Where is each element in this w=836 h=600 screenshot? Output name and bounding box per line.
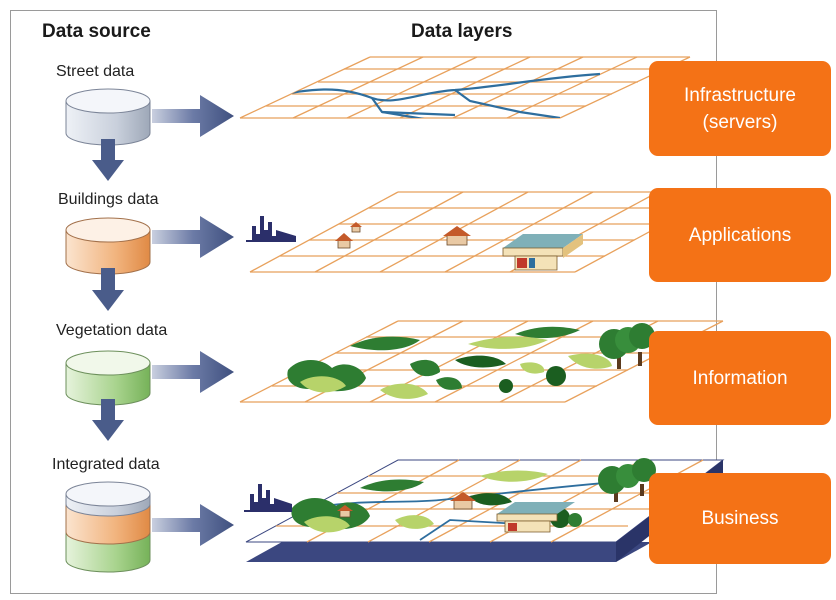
street-grid — [239, 56, 691, 119]
down-arrow-3 — [92, 399, 124, 441]
house-icon — [450, 492, 476, 510]
information-box: Information — [649, 331, 831, 425]
buildings-grid — [249, 191, 724, 273]
data-layers-header: Data layers — [411, 21, 513, 42]
buildings-layer — [246, 191, 724, 273]
down-arrow-2 — [92, 268, 124, 311]
business-label: Business — [701, 508, 779, 529]
infrastructure-label: Infrastructure (servers) — [684, 84, 796, 133]
street-data-label: Street data — [56, 63, 135, 80]
house-icon — [335, 233, 353, 249]
integrated-vegetation — [291, 470, 582, 533]
integrated-data-label: Integrated data — [52, 456, 160, 473]
infrastructure-box: Infrastructure (servers) — [649, 61, 831, 156]
street-lines — [247, 72, 601, 118]
city-skyline-icon — [246, 216, 296, 242]
city-skyline-icon — [244, 484, 292, 512]
data-source-header: Data source — [42, 21, 151, 42]
right-arrow-3 — [152, 351, 234, 393]
right-arrow-4 — [152, 504, 234, 546]
vegetation-patches — [287, 326, 612, 399]
right-arrow-2 — [152, 216, 234, 258]
vegetation-layer — [239, 320, 724, 403]
street-database-icon — [65, 88, 151, 146]
vegetation-data-label: Vegetation data — [56, 322, 168, 339]
down-arrow-1 — [92, 139, 124, 181]
buildings-database-icon — [65, 217, 151, 275]
right-arrows — [152, 95, 234, 546]
house-icon — [337, 505, 353, 518]
right-arrow-1 — [152, 95, 234, 137]
applications-box: Applications — [649, 188, 831, 282]
business-box: Business — [649, 473, 831, 564]
information-label: Information — [692, 367, 788, 389]
large-building-icon — [496, 502, 575, 533]
integrated-database-icon — [65, 481, 151, 573]
large-building-icon — [502, 234, 583, 271]
trees-icon — [599, 323, 655, 369]
buildings-data-label: Buildings data — [58, 191, 159, 208]
street-layer — [239, 56, 691, 119]
integrated-layer — [244, 458, 725, 562]
integrated-streets — [299, 479, 641, 541]
house-icon — [443, 226, 471, 246]
down-arrows — [92, 139, 124, 441]
vegetation-database-icon — [65, 350, 151, 406]
house-icon — [350, 222, 362, 233]
integrated-base — [246, 542, 652, 562]
applications-label: Applications — [688, 224, 792, 246]
